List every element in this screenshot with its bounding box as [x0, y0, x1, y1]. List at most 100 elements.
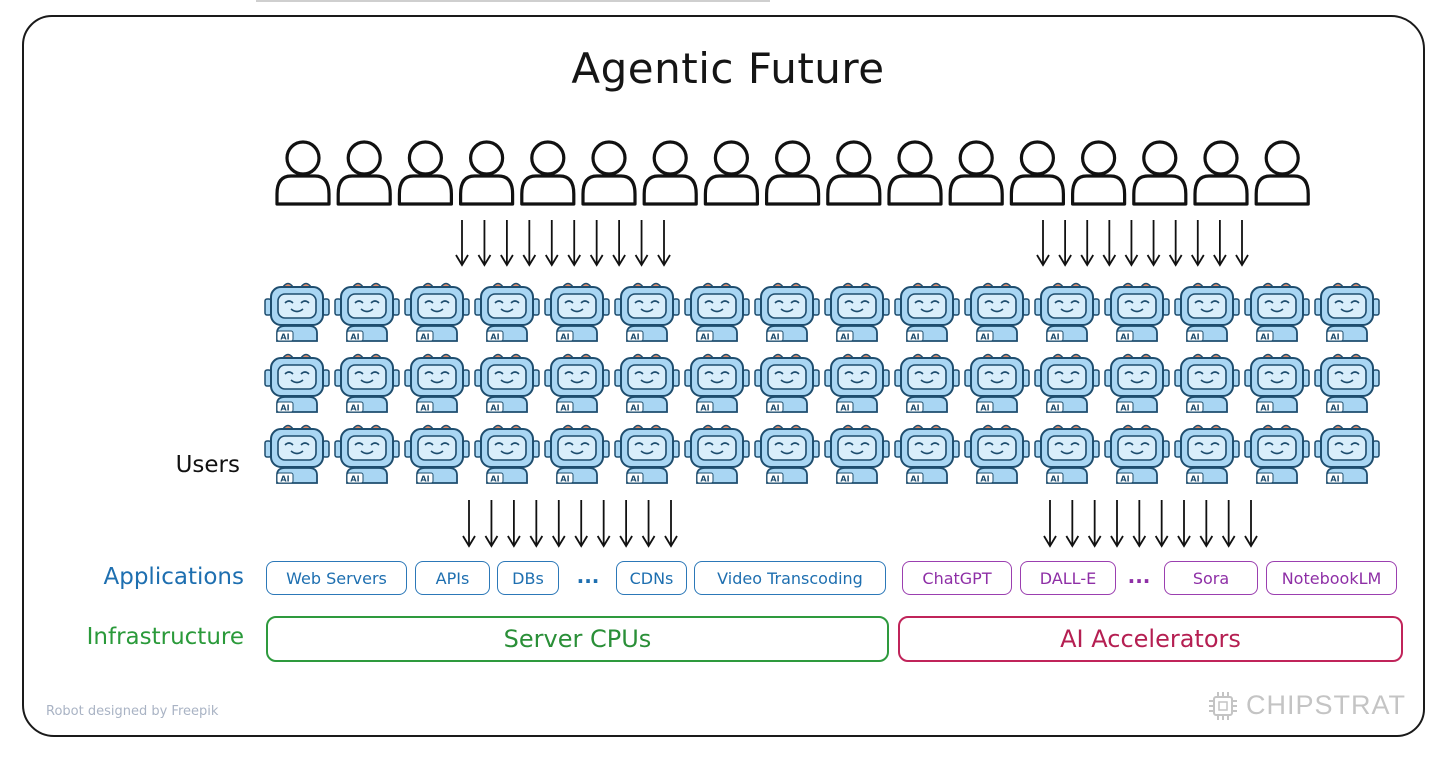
robot-badge-text: AI [350, 333, 359, 342]
ai-robot-icon: AI [894, 424, 960, 484]
user-icon [459, 140, 515, 206]
arrow-down [612, 220, 626, 267]
app-chatgpt: ChatGPT [902, 561, 1012, 595]
robot-badge-text: AI [420, 475, 429, 484]
arrow-down [1191, 220, 1205, 267]
ai-robot-icon: AI [404, 424, 470, 484]
robot-badge-text: AI [840, 404, 849, 413]
arrow-down [1043, 500, 1057, 548]
app-notebooklm: NotebookLM [1266, 561, 1397, 595]
arrow-down [574, 500, 588, 548]
robot-badge-text: AI [700, 404, 709, 413]
robot-badge-text: AI [490, 333, 499, 342]
brand-name: CHIPSTRAT [1246, 690, 1407, 720]
robot-badge-text: AI [1050, 333, 1059, 342]
ai-robot-icon: AI [544, 353, 610, 413]
ai-robot-icon: AI [264, 282, 330, 342]
ai-robot-icon: AI [964, 282, 1030, 342]
ai-robot-icon: AI [264, 424, 330, 484]
robot-badge-text: AI [1190, 333, 1199, 342]
arrow-down [1058, 220, 1072, 267]
ai-robot-icon: AI [334, 282, 400, 342]
ai-robot-icon: AI [1174, 353, 1240, 413]
app-ellipsis-cpu: ... [576, 564, 600, 588]
ai-robot-icon: AI [684, 424, 750, 484]
arrow-down [1213, 220, 1227, 267]
user-icon [520, 140, 576, 206]
arrow-down [522, 220, 537, 267]
ai-robot-icon: AI [1244, 424, 1310, 484]
arrow-down [1036, 220, 1050, 267]
robot-badge-text: AI [630, 333, 639, 342]
ai-robot-icon: AI [1314, 353, 1380, 413]
app-web-servers: Web Servers [266, 561, 407, 595]
arrow-down [462, 500, 476, 548]
applications-label: Applications [103, 564, 245, 590]
infrastructure-label: Infrastructure [86, 624, 244, 650]
arrow-down [529, 500, 544, 548]
user-icon [275, 140, 331, 206]
ai-robot-icon: AI [964, 353, 1030, 413]
robot-badge-text: AI [910, 404, 919, 413]
top-edge-line [256, 0, 770, 2]
app-sora: Sora [1164, 561, 1258, 595]
users-label: Users [175, 452, 240, 478]
ai-robot-icon: AI [824, 353, 890, 413]
ai-robot-icon: AI [334, 353, 400, 413]
robot-badge-text: AI [1260, 404, 1269, 413]
ai-robot-icon: AI [1314, 282, 1380, 342]
robot-badge-text: AI [980, 404, 989, 413]
user-icon [642, 140, 698, 206]
ai-robot-icon: AI [1314, 424, 1380, 484]
robot-badge-text: AI [630, 404, 639, 413]
robot-badge-text: AI [1190, 475, 1199, 484]
user-icon [1071, 140, 1127, 206]
robot-badge-text: AI [840, 333, 849, 342]
app-apis: APIs [415, 561, 490, 595]
robot-badge-text: AI [280, 404, 289, 413]
user-icon [1132, 140, 1188, 206]
arrow-down [657, 220, 671, 267]
arrow-down [1244, 500, 1258, 548]
robot-badge-text: AI [630, 475, 639, 484]
arrow-down [1080, 220, 1094, 267]
ai-robot-icon: AI [824, 282, 890, 342]
ai-robot-icon: AI [404, 282, 470, 342]
ai-robot-icon: AI [754, 424, 820, 484]
robot-badge-text: AI [350, 404, 359, 413]
robot-badge-text: AI [770, 333, 779, 342]
arrow-down [1199, 500, 1214, 548]
ai-robot-icon: AI [474, 282, 540, 342]
arrow-down [1110, 500, 1124, 548]
ai-robot-icon: AI [544, 282, 610, 342]
arrows-agents-to-apps-ai [1043, 500, 1258, 548]
user-icon [887, 140, 943, 206]
arrow-down [1177, 500, 1191, 548]
app-dbs: DBs [497, 561, 559, 595]
arrows-agents-to-apps-cpu [462, 500, 678, 548]
user-icon [765, 140, 821, 206]
credit-text: Robot designed by Freepik [46, 704, 219, 719]
app-video-transcoding: Video Transcoding [694, 561, 886, 595]
ai-robot-icon: AI [1034, 282, 1100, 342]
ai-robot-icon: AI [1174, 424, 1240, 484]
robot-badge-text: AI [1330, 475, 1339, 484]
app-cdns: CDNs [616, 561, 687, 595]
arrow-down [1146, 220, 1161, 267]
ai-robot-icon: AI [684, 282, 750, 342]
arrow-down [500, 220, 514, 267]
user-icon [1193, 140, 1249, 206]
ai-robot-icon: AI [1174, 282, 1240, 342]
robot-badge-text: AI [1260, 333, 1269, 342]
ai-robot-icon: AI [754, 282, 820, 342]
robot-badge-text: AI [770, 475, 779, 484]
user-icon [1254, 140, 1310, 206]
robot-badge-text: AI [280, 333, 289, 342]
robot-badge-text: AI [1330, 404, 1339, 413]
ai-robot-icon: AI [1034, 353, 1100, 413]
chip-icon [1209, 691, 1237, 720]
robot-badge-text: AI [420, 404, 429, 413]
ai-robot-icon: AI [264, 353, 330, 413]
arrow-down [545, 220, 559, 267]
robot-badge-text: AI [560, 404, 569, 413]
